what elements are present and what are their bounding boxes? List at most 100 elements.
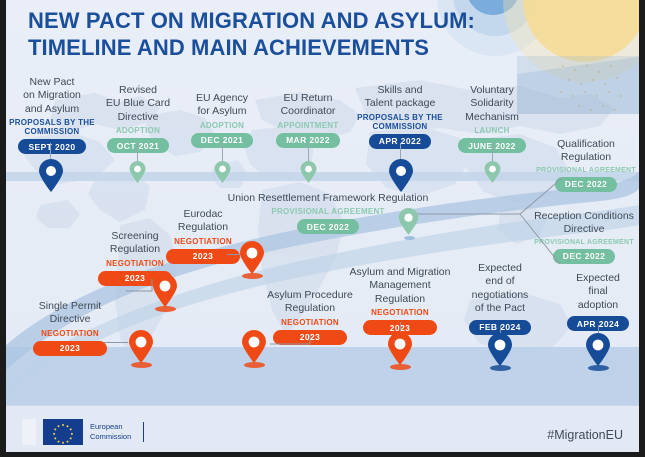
pin-blue-card[interactable] bbox=[129, 161, 146, 184]
stem-blue-card bbox=[137, 142, 138, 161]
frame-bottom bbox=[0, 452, 645, 457]
milestone-screening[interactable]: Screening Regulation NEGOTIATION 2023 bbox=[90, 230, 180, 286]
milestone-stage: NEGOTIATION bbox=[371, 308, 429, 318]
pin-asylum-migration-management[interactable] bbox=[387, 332, 413, 366]
milestone-date-badge: 2023 bbox=[166, 248, 240, 264]
pin-expected-final-adoption[interactable] bbox=[585, 333, 611, 367]
footer-bar bbox=[0, 405, 645, 457]
milestone-date-badge: 2023 bbox=[98, 270, 172, 286]
org-line-2: Commission bbox=[90, 432, 132, 441]
pin-shadow-asylum-procedure bbox=[244, 362, 265, 368]
pin-shadow-expected-final-adoption bbox=[588, 365, 609, 371]
pin-shadow-single-permit bbox=[131, 362, 152, 368]
milestone-blue-card[interactable]: Revised EU Blue Card Directive ADOPTION … bbox=[88, 84, 188, 154]
milestone-date-badge: JUNE 2022 bbox=[458, 138, 526, 154]
stem-new-pact bbox=[50, 143, 51, 161]
milestone-name: Voluntary Solidarity Mechanism bbox=[465, 84, 519, 123]
pin-shadow-expected-end-negotiations bbox=[490, 365, 511, 371]
milestone-voluntary-solidarity[interactable]: Voluntary Solidarity Mechanism LAUNCH JU… bbox=[444, 84, 540, 154]
milestone-stage: APPOINTMENT bbox=[277, 120, 339, 130]
milestone-reception-conditions[interactable]: Reception Conditions Directive PROVISION… bbox=[524, 210, 644, 264]
page-title: NEW PACT ON MIGRATION AND ASYLUM: TIMELI… bbox=[28, 8, 498, 62]
milestone-stage: ADOPTION bbox=[199, 120, 245, 130]
pin-union-resettlement[interactable] bbox=[398, 208, 419, 236]
milestone-date-badge: DEC 2022 bbox=[296, 219, 360, 235]
hashtag-label: #MigrationEU bbox=[547, 428, 623, 442]
milestone-asylum-migration-management[interactable]: Asylum and Migration Management Regulati… bbox=[340, 266, 460, 336]
milestone-stage: LAUNCH bbox=[474, 126, 510, 136]
pin-eu-return-coordinator[interactable] bbox=[300, 161, 317, 184]
milestone-eurodac[interactable]: Eurodac Regulation NEGOTIATION 2023 bbox=[160, 208, 246, 264]
milestone-new-pact[interactable]: New Pact on Migration and Asylum PROPOSA… bbox=[0, 76, 104, 155]
decorative-circles bbox=[437, 0, 645, 114]
milestone-skills-talent[interactable]: Skills and Talent package PROPOSALS BY T… bbox=[348, 84, 452, 149]
milestone-name: Expected end of negotiations of the Pact bbox=[471, 262, 529, 315]
milestone-name: Asylum and Migration Management Regulati… bbox=[349, 266, 451, 305]
milestone-asylum-procedure[interactable]: Asylum Procedure Regulation NEGOTIATION … bbox=[255, 289, 365, 345]
pin-shadow-eurodac bbox=[242, 273, 263, 279]
milestone-date-badge: FEB 2024 bbox=[469, 319, 531, 335]
connector-asylum-migration-management bbox=[400, 322, 401, 332]
milestone-eu-return-coordinator[interactable]: EU Return Coordinator APPOINTMENT MAR 20… bbox=[260, 92, 356, 148]
pin-shadow-screening bbox=[155, 306, 176, 312]
pin-shadow-asylum-migration-management bbox=[390, 364, 411, 370]
stem-voluntary-solidarity bbox=[492, 142, 493, 161]
milestone-name: EU Agency for Asylum bbox=[196, 92, 248, 118]
milestone-single-permit[interactable]: Single Permit Directive NEGOTIATION 2023 bbox=[20, 300, 120, 356]
pin-expected-end-negotiations[interactable] bbox=[487, 333, 513, 367]
milestone-name: Screening Regulation bbox=[109, 230, 161, 256]
milestone-stage: PROVISIONAL AGREEMENT bbox=[534, 238, 634, 246]
milestone-stage: NEGOTIATION bbox=[174, 236, 232, 246]
pin-skills-talent[interactable] bbox=[388, 159, 414, 193]
milestone-name: Asylum Procedure Regulation bbox=[267, 289, 353, 315]
european-commission-logo: European Commission bbox=[22, 419, 145, 445]
milestone-stage: PROVISIONAL AGREEMENT bbox=[536, 166, 636, 174]
milestone-name: Qualification Regulation bbox=[557, 138, 615, 164]
milestone-union-resettlement[interactable]: Union Resettlement Framework Regulation … bbox=[208, 192, 448, 235]
milestone-date-badge: SEPT 2020 bbox=[18, 139, 86, 155]
stem-skills-talent bbox=[400, 143, 401, 161]
milestone-qualification-regulation[interactable]: Qualification Regulation PROVISIONAL AGR… bbox=[528, 138, 644, 192]
milestone-stage: NEGOTIATION bbox=[41, 328, 99, 338]
pin-asylum-procedure[interactable] bbox=[241, 330, 267, 364]
milestone-date-badge: APR 2022 bbox=[368, 133, 432, 149]
pin-shadow-union-resettlement bbox=[404, 236, 415, 240]
pin-voluntary-solidarity[interactable] bbox=[484, 161, 501, 184]
connector-eurodac bbox=[227, 254, 241, 255]
leader-lines-right bbox=[414, 177, 563, 265]
milestone-stage: PROPOSALS BY THE COMMISSION bbox=[9, 118, 95, 137]
eu-stars-icon bbox=[53, 424, 73, 444]
milestone-expected-final-adoption[interactable]: Expected final adoption APR 2024 bbox=[552, 272, 644, 332]
milestone-date-badge: DEC 2021 bbox=[190, 132, 254, 148]
pin-eurodac[interactable] bbox=[239, 241, 265, 275]
milestone-name: Expected final adoption bbox=[576, 272, 620, 311]
milestone-name: Single Permit Directive bbox=[38, 300, 102, 326]
connector-expected-final-adoption bbox=[598, 325, 599, 335]
connector-asylum-procedure bbox=[270, 334, 311, 345]
milestone-name: Union Resettlement Framework Regulation bbox=[227, 192, 429, 204]
milestone-stage: PROPOSALS BY THE COMMISSION bbox=[357, 112, 443, 131]
european-commission-label: European Commission bbox=[90, 422, 131, 442]
connector-single-permit bbox=[104, 342, 128, 343]
pin-screening[interactable] bbox=[152, 274, 178, 308]
milestone-stage: ADOPTION bbox=[115, 126, 161, 136]
org-line-1: European bbox=[90, 422, 123, 432]
logo-divider bbox=[143, 422, 145, 442]
pin-single-permit[interactable] bbox=[128, 330, 154, 364]
milestone-date-badge: MAR 2022 bbox=[276, 132, 340, 148]
milestone-date-badge: APR 2024 bbox=[566, 316, 630, 332]
milestone-stage: PROVISIONAL AGREEMENT bbox=[271, 207, 385, 217]
milestone-eu-agency-asylum[interactable]: EU Agency for Asylum ADOPTION DEC 2021 bbox=[175, 92, 269, 148]
title-line-2: TIMELINE AND MAIN ACHIEVEMENTS bbox=[28, 34, 430, 60]
milestone-stage: NEGOTIATION bbox=[281, 317, 339, 327]
pin-eu-agency-asylum[interactable] bbox=[214, 161, 231, 184]
milestone-date-badge: 2023 bbox=[33, 340, 107, 356]
milestone-name: Eurodac Regulation bbox=[177, 208, 229, 234]
lower-ocean-band bbox=[0, 347, 645, 405]
milestone-name: Revised EU Blue Card Directive bbox=[105, 84, 171, 123]
connector-expected-end-negotiations bbox=[500, 325, 501, 335]
pin-new-pact[interactable] bbox=[38, 159, 64, 193]
frame-left bbox=[0, 0, 6, 457]
milestone-expected-end-negotiations[interactable]: Expected end of negotiations of the Pact… bbox=[452, 262, 548, 335]
